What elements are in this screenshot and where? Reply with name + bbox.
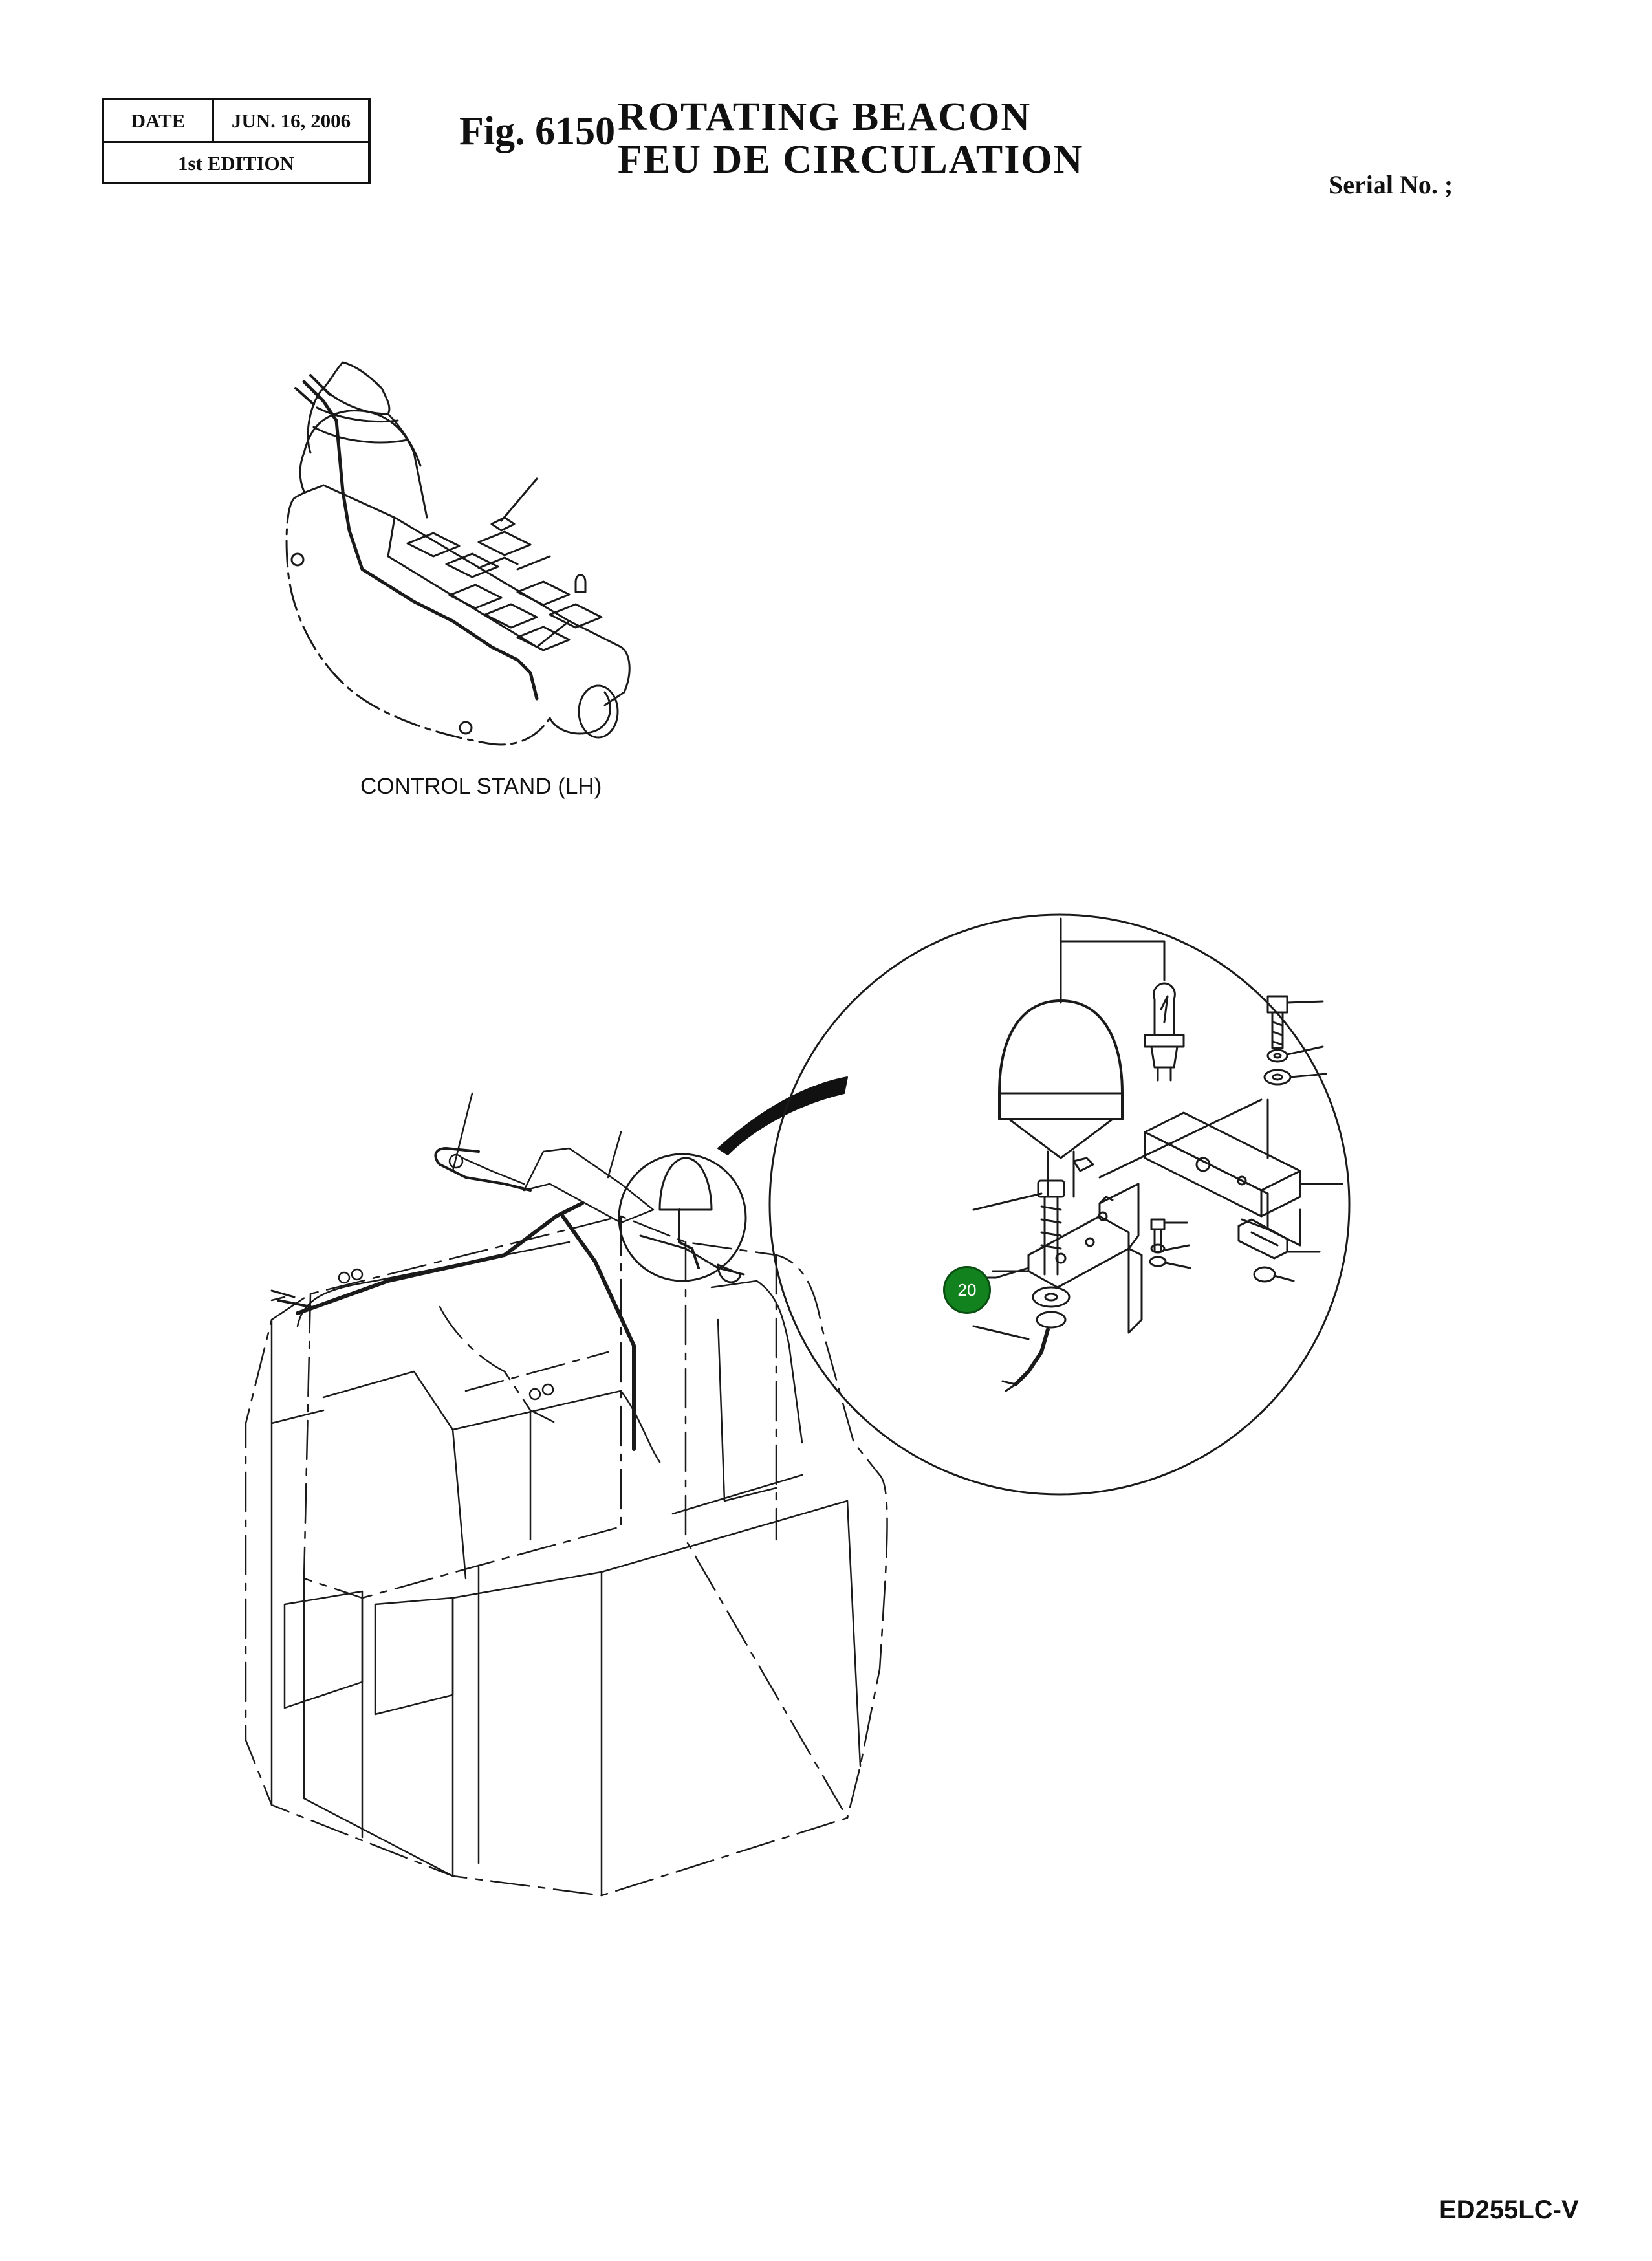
item-callout-badge[interactable]: 20 — [943, 1266, 991, 1314]
control-stand-caption: CONTROL STAND (LH) — [360, 774, 602, 799]
edition-label: 1st EDITION — [177, 152, 294, 175]
control-stand-illustration — [285, 361, 631, 746]
model-number: ED255LC-V — [1439, 2196, 1579, 2224]
date-row: DATE JUN. 16, 2006 — [104, 100, 368, 143]
serial-number-label: Serial No. ; — [1329, 170, 1453, 199]
detail-pointer-arrow — [717, 1076, 848, 1155]
beacon-detail-illustration — [768, 913, 1351, 1496]
cab-outline-illustration — [245, 1092, 888, 1897]
figure-title-french: FEU DE CIRCULATION — [618, 138, 1084, 182]
figure-title-english: ROTATING BEACON — [618, 95, 1032, 139]
figure-number: Fig. 6150 — [459, 109, 616, 153]
beacon-location-inset — [618, 1153, 747, 1283]
date-edition-box: DATE JUN. 16, 2006 1st EDITION — [102, 98, 371, 184]
date-value: JUN. 16, 2006 — [231, 109, 351, 132]
date-label: DATE — [104, 100, 214, 141]
